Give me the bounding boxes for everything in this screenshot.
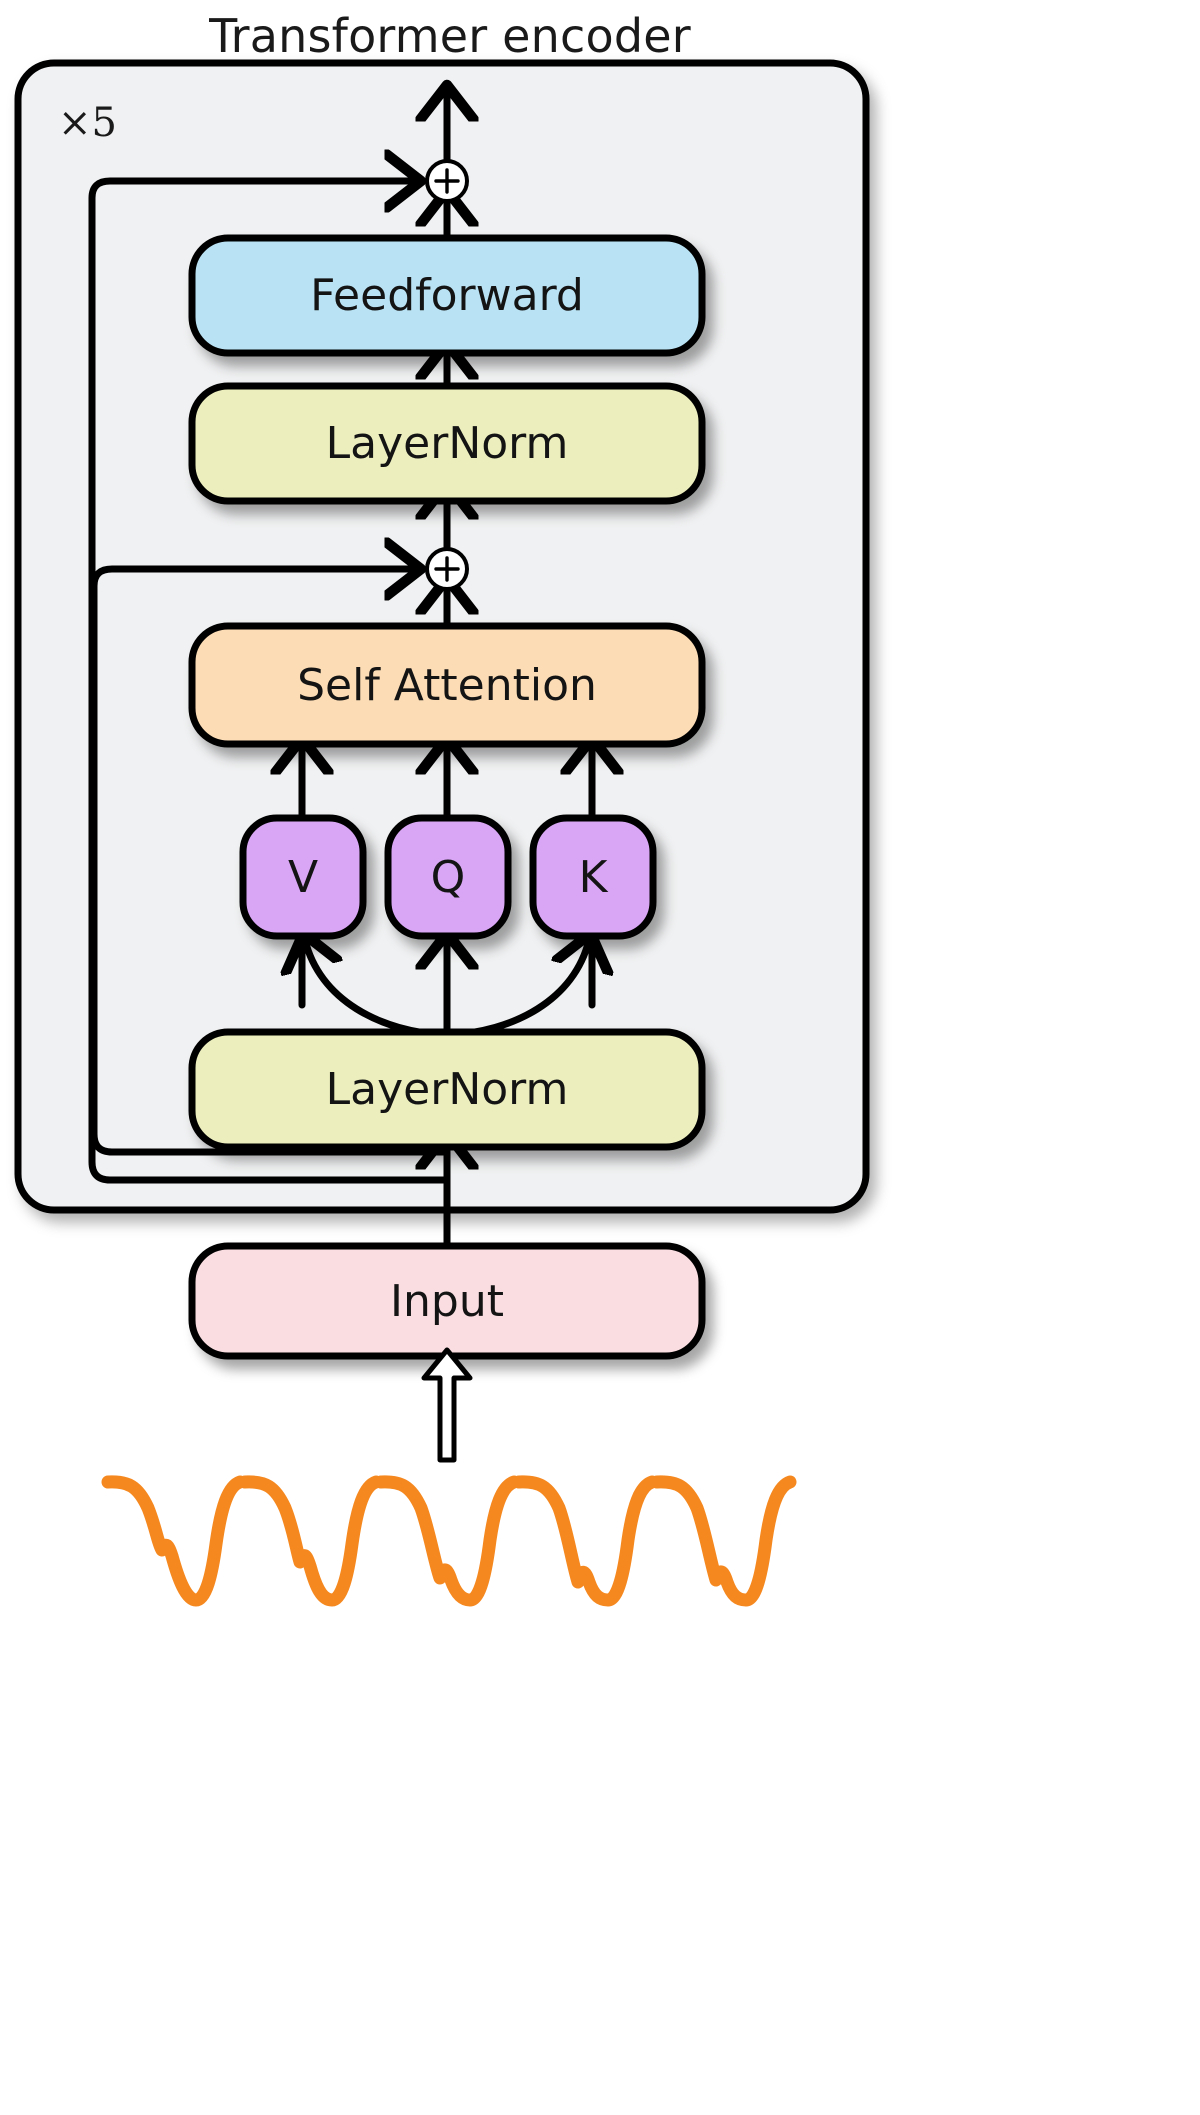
block-projection-k[interactable] <box>529 814 657 940</box>
block-self-attention[interactable] <box>188 622 706 748</box>
block-feedforward[interactable] <box>188 234 706 357</box>
residual-add-feedforward[interactable] <box>425 159 469 203</box>
block-projection-q[interactable] <box>384 814 512 940</box>
signal-input-arrow <box>421 1347 473 1463</box>
block-layernorm-bottom[interactable] <box>188 1028 706 1151</box>
block-input[interactable] <box>188 1242 706 1360</box>
block-layernorm-top[interactable] <box>188 382 706 505</box>
residual-path-attention <box>90 569 451 1156</box>
input-spectrum-waveform <box>101 1475 797 1607</box>
block-projection-v[interactable] <box>239 814 367 940</box>
residual-add-attention[interactable] <box>425 547 469 591</box>
